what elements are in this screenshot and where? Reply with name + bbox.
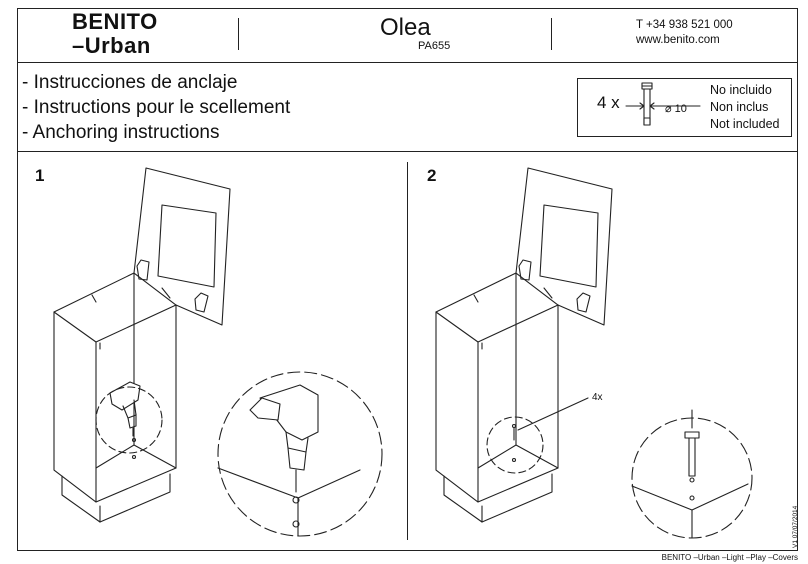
brand-line-2: –Urban (72, 33, 151, 58)
instruction-fr: - Instructions pour le scellement (22, 97, 291, 118)
header-separator-right (551, 18, 553, 50)
detail-step-1 (217, 371, 383, 537)
instructions-divider (17, 151, 798, 152)
bolt-callout-label: 4x (592, 392, 603, 403)
header-divider (17, 62, 798, 64)
instruction-titles: - Instrucciones de anclaje - Instruction… (22, 70, 290, 145)
product-code: PA655 (418, 40, 451, 52)
page-frame (17, 8, 798, 551)
detail-step-2 (631, 409, 753, 539)
steps-separator (407, 162, 409, 540)
bolt-quantity: 4 x (597, 93, 620, 112)
header-separator-left (238, 18, 240, 50)
instruction-es: - Instrucciones de anclaje (22, 72, 238, 93)
product-name: Olea (380, 14, 431, 41)
bolt-icon (625, 82, 701, 126)
step-2-number: 2 (427, 166, 437, 185)
bolt-notes: No incluido Non inclus Not included (710, 82, 780, 133)
bin-step-1 (53, 167, 231, 523)
bolt-note-en: Not included (710, 117, 780, 131)
bolt-spec-box (577, 78, 792, 137)
instruction-en: - Anchoring instructions (22, 122, 220, 143)
bolt-note-fr: Non inclus (710, 100, 769, 114)
step-1-number: 1 (35, 166, 45, 185)
phone-number: T +34 938 521 000 (636, 19, 733, 31)
brand-line-1: BENITO (72, 9, 158, 34)
bolt-note-es: No incluido (710, 83, 772, 97)
website-link[interactable]: www.benito.com (636, 34, 720, 46)
contact-info: T +34 938 521 000 www.benito.com (636, 18, 733, 48)
footer-tagline: BENITO –Urban –Light –Play –Covers (661, 553, 798, 562)
bin-step-2 (435, 167, 613, 523)
brand-logo: BENITO –Urban (72, 10, 158, 58)
